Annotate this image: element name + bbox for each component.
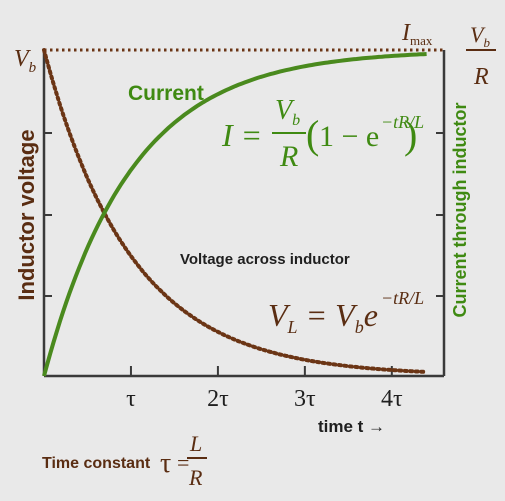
x-tick-label: 2τ	[207, 386, 229, 412]
svg-text:−tR/L: −tR/L	[381, 288, 424, 308]
svg-text:R: R	[473, 64, 489, 90]
svg-text:τ: τ	[160, 448, 171, 479]
right-axis-title: Current through inductor	[450, 103, 470, 318]
svg-text:Vb: Vb	[470, 22, 490, 50]
vb-over-r-label: Vb R	[466, 22, 496, 90]
svg-text:VL = Vbe: VL = Vbe	[268, 297, 378, 337]
current-curve	[42, 52, 427, 377]
svg-text:R: R	[279, 140, 298, 173]
y-ticks-right	[436, 132, 444, 297]
left-axis-title: Inductor voltage	[14, 129, 39, 300]
svg-text:(: (	[306, 112, 319, 157]
svg-text:=: =	[177, 450, 189, 475]
svg-text:Vb: Vb	[275, 95, 300, 129]
svg-text:1 − e: 1 − e	[319, 120, 379, 153]
time-constant-formula: τ = L R	[160, 431, 207, 490]
svg-text:−tR/L: −tR/L	[381, 112, 424, 132]
x-ticks: τ 2τ 3τ 4τ	[126, 366, 403, 412]
x-axis-title: time t →	[318, 417, 385, 436]
current-series-label: Current	[128, 82, 204, 105]
vb-left-label: Vb	[14, 46, 37, 76]
voltage-series-label: Voltage across inductor	[180, 251, 350, 268]
svg-text:I =: I =	[221, 117, 262, 153]
current-formula: I = Vb R ( 1 − e −tR/L )	[221, 95, 424, 173]
x-tick-label: 3τ	[294, 386, 316, 412]
svg-text:R: R	[188, 465, 203, 490]
svg-text:): )	[404, 112, 417, 157]
x-tick-label: τ	[126, 386, 136, 412]
voltage-formula: VL = Vbe −tR/L	[268, 288, 424, 337]
svg-text:L: L	[189, 431, 202, 456]
imax-label: Imax	[401, 20, 433, 48]
time-constant-label: Time constant	[42, 455, 151, 472]
voltage-curve	[42, 48, 429, 374]
y-ticks-left	[44, 132, 52, 297]
x-tick-label: 4τ	[381, 386, 403, 412]
